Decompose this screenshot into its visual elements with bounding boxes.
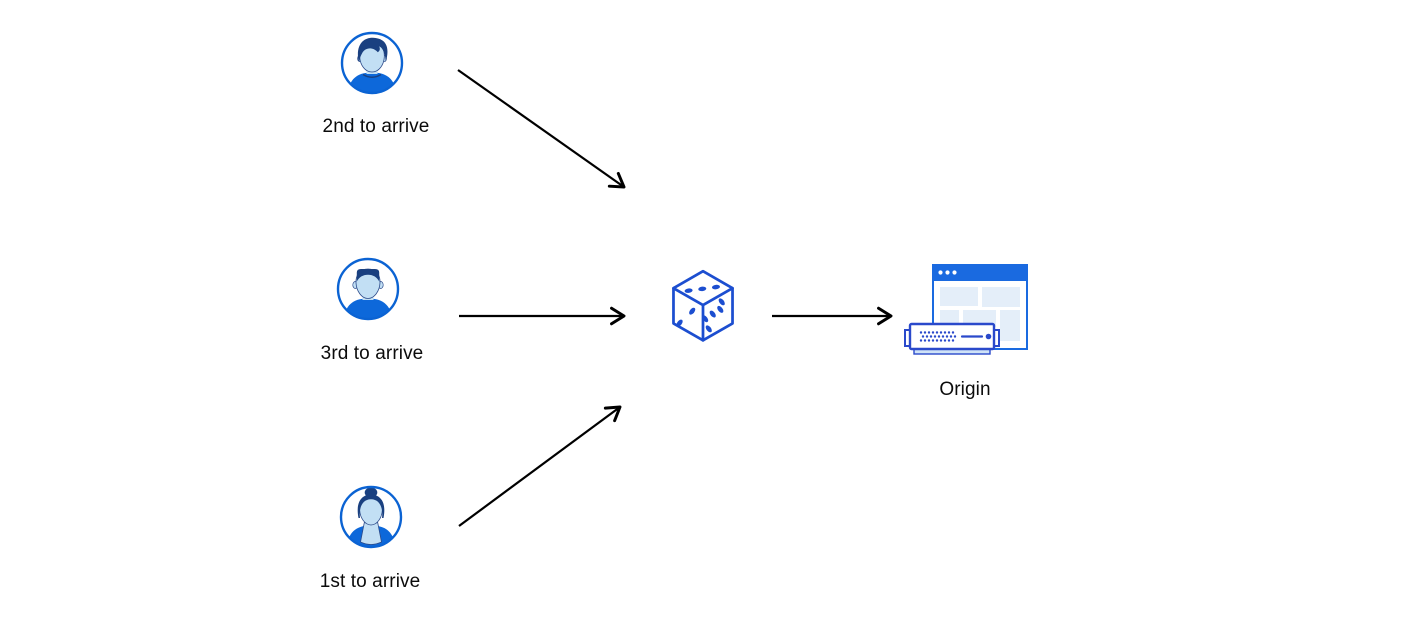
- randomizer-node: [667, 269, 739, 344]
- user-label-3rd-to-arrive: 3rd to arrive: [320, 343, 424, 364]
- man-swept-hair-avatar-icon: [340, 31, 404, 95]
- arrow-user1-to-dice: [458, 405, 622, 527]
- woman-bun-avatar-icon: [339, 485, 403, 549]
- user-label-2nd-to-arrive: 2nd to arrive: [322, 116, 430, 137]
- man-flattop-avatar-icon: [336, 257, 400, 321]
- user-node-1st-to-arrive: [338, 484, 404, 550]
- server-vent-dots: [919, 331, 957, 342]
- user-node-3rd-to-arrive: [335, 256, 401, 322]
- origin-label: Origin: [939, 379, 991, 400]
- user-node-2nd-to-arrive: [339, 30, 405, 96]
- user-label-1st-to-arrive: 1st to arrive: [319, 571, 421, 592]
- origin-server-browser-icon: [904, 264, 1028, 355]
- origin-node: [900, 260, 1034, 360]
- dice-icon: [672, 269, 734, 342]
